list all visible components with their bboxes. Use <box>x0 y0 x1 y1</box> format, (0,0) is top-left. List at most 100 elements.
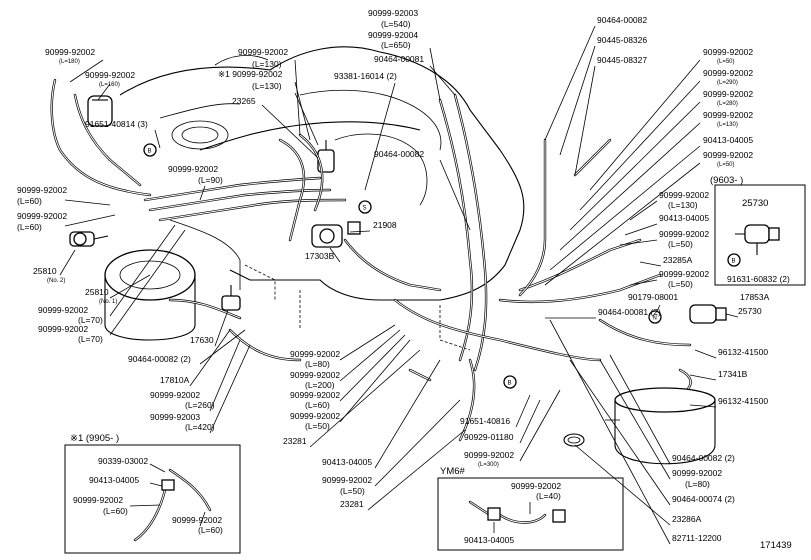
callout-91651-40814: 91651-40814 (3) <box>85 119 148 129</box>
callout-90999-92002-l160-length: (L=160) <box>99 82 120 88</box>
callout-90999-92003-l420: 90999-92003 <box>150 412 200 422</box>
callout-90999-92002-l50-r2: 90999-92002 <box>659 269 709 279</box>
callout-90464-00081-top: 90464-00081 <box>374 54 424 64</box>
callout-90999-92002-l130-a: 90999-92002 <box>238 47 288 57</box>
callout-l420: (L=420) <box>185 422 215 432</box>
callout-90464-00082-mid: 90464-00082 <box>374 149 424 159</box>
callout-90179-08001: 90179-08001 <box>628 292 678 302</box>
callout-r-90999-l50-b: 90999-92002 <box>703 150 753 160</box>
callout-90999-92002-l160: 90999-92002 <box>85 70 135 80</box>
callout-23281-a: 23281 <box>283 436 307 446</box>
callout-90445-08327: 90445-08327 <box>597 55 647 65</box>
inset-9905-title: ※1 (9905- ) <box>70 433 119 444</box>
callout-23286a: 23286A <box>672 514 702 524</box>
callout-left-l60-b: (L=60) <box>17 222 42 232</box>
callout-17341b: 17341B <box>718 369 748 379</box>
charcoal-canister <box>104 249 196 341</box>
fuel-tank-outline <box>605 387 716 465</box>
filter-top-left <box>87 95 113 127</box>
callout-l130-r: (L=130) <box>668 200 698 210</box>
callout-23285a: 23285A <box>663 255 693 265</box>
callout-90464-00082-top: 90464-00082 <box>597 15 647 25</box>
clamp-23286a <box>563 433 585 447</box>
callout-90464-00082-2-right: 90464-00082 (2) <box>672 453 735 463</box>
callout-90999-92002-l50-r: 90999-92002 <box>659 229 709 239</box>
valve-25730 <box>689 304 727 324</box>
inset-9905-label-4: 90999-92002 <box>172 515 222 525</box>
callout-l90: (L=90) <box>198 175 223 185</box>
callout-l130-a: (L=130) <box>252 59 282 69</box>
callout-90999-92002-l300-length: (L=300) <box>478 462 499 468</box>
inset-9905-label-0: 90339-03002 <box>98 456 148 466</box>
callout-note1-90999-92002: ※1 90999-92002 <box>218 69 283 79</box>
callout-90999-92002-l180-length: (L=180) <box>59 59 80 65</box>
callout-r-90999-l50-b-length: (L=50) <box>717 162 735 168</box>
callout-90999-92002-l130-r: 90999-92002 <box>659 190 709 200</box>
symbol-b1: B <box>148 149 152 155</box>
callout-left-90999-l70-a: 90999-92002 <box>38 305 88 315</box>
engine-block-outline <box>119 46 525 351</box>
callout-r-90999-l130: 90999-92002 <box>703 110 753 120</box>
reference-symbols: B B S N <box>143 143 662 389</box>
callout-90464-00082-2-left: 90464-00082 (2) <box>128 354 191 364</box>
callout-c-l60: (L=60) <box>305 400 330 410</box>
callout-c-90999-l60: 90999-92002 <box>290 390 340 400</box>
callout-r-90999-l130-length: (L=130) <box>717 122 738 128</box>
callout-23281-b: 23281 <box>340 499 364 509</box>
callout-90445-08326: 90445-08326 <box>597 35 647 45</box>
inset-ym6-title: YM6# <box>440 466 466 477</box>
callout-17630: 17630 <box>190 335 214 345</box>
symbol-b2: B <box>508 381 512 387</box>
callout-90413-04005-r2: 90413-04005 <box>659 213 709 223</box>
callout-90464-00081-2: 90464-00081 (2) <box>598 307 661 317</box>
callout-17853a: 17853A <box>740 292 770 302</box>
callout-90413-04005-c: 90413-04005 <box>322 457 372 467</box>
callout-l80-right: (L=80) <box>685 479 710 489</box>
callout-90999-92002-l80-right: 90999-92002 <box>672 468 722 478</box>
callout-left-90999-l70-b: 90999-92002 <box>38 324 88 334</box>
callout-r-90999-l290: 90999-92002 <box>703 68 753 78</box>
callout-25730-main: 25730 <box>738 306 762 316</box>
callout-l260: (L=260) <box>185 400 215 410</box>
inset-ym6-label-0: 90999-92002 <box>511 481 561 491</box>
callout-90999-92002-l90: 90999-92002 <box>168 164 218 174</box>
callout-r-90999-l290-length: (L=290) <box>717 80 738 86</box>
inset-9603: (9603- ) 25730 B 91631-60832 (2) <box>710 175 806 286</box>
callout-r-90999-l280-length: (L=280) <box>717 101 738 107</box>
callout-90999-92004-l650: 90999-92004 <box>368 30 418 40</box>
callout-left-l60-a: (L=60) <box>17 196 42 206</box>
callout-90999-92002-l260: 90999-92002 <box>150 390 200 400</box>
inset-9603-clip: 91631-60832 (2) <box>727 274 790 284</box>
inset-ym6: YM6# 90999-92002 (L=40) 90413-04005 <box>437 466 624 551</box>
callout-21908: 21908 <box>373 220 397 230</box>
component-17630 <box>221 285 241 311</box>
callout-left-l70-b: (L=70) <box>78 334 103 344</box>
inset-9905: ※1 (9905- ) 90339-03002 90413-04005 9099… <box>64 433 241 554</box>
inset-9905-label-2: 90999-92002 <box>73 495 123 505</box>
callout-25810-no1: 25810 <box>85 287 109 297</box>
callout-17810a: 17810A <box>160 375 190 385</box>
callout-c-90999-l200: 90999-92002 <box>290 370 340 380</box>
callout-c-90999-l80: 90999-92002 <box>290 349 340 359</box>
callout-r-90999-l50-a-length: (L=50) <box>717 59 735 65</box>
inset-9603-clip-symbol: B <box>732 259 736 265</box>
callout-82711-12200: 82711-12200 <box>672 533 722 543</box>
inset-9905-label-1: 90413-04005 <box>89 475 139 485</box>
callout-25810-no1-length: (No. 1) <box>99 299 117 305</box>
callout-labels: 90999-92002 (L=180) 90999-92002 (L=160) 9099… <box>17 8 770 543</box>
callout-90929-01180: 90929-01180 <box>464 432 514 442</box>
vsv-valve-25810-no2 <box>69 231 109 247</box>
callout-96132-41500-b: 96132-41500 <box>718 396 768 406</box>
inset-9905-label-5: (L=60) <box>198 525 223 535</box>
callout-l50-r2: (L=50) <box>668 279 693 289</box>
callout-c-l200: (L=200) <box>305 380 335 390</box>
diagram-number: 171439 <box>760 540 792 551</box>
callout-96132-41500-a: 96132-41500 <box>718 347 768 357</box>
inset-ym6-label-1: (L=40) <box>536 491 561 501</box>
callout-l650: (L=650) <box>381 40 411 50</box>
callout-25810-no2: 25810 <box>33 266 57 276</box>
callout-r-90999-l50-a: 90999-92002 <box>703 47 753 57</box>
callout-17303b: 17303B <box>305 251 335 261</box>
callout-23265: 23265 <box>232 96 256 106</box>
callout-left-l70-a: (L=70) <box>78 315 103 325</box>
